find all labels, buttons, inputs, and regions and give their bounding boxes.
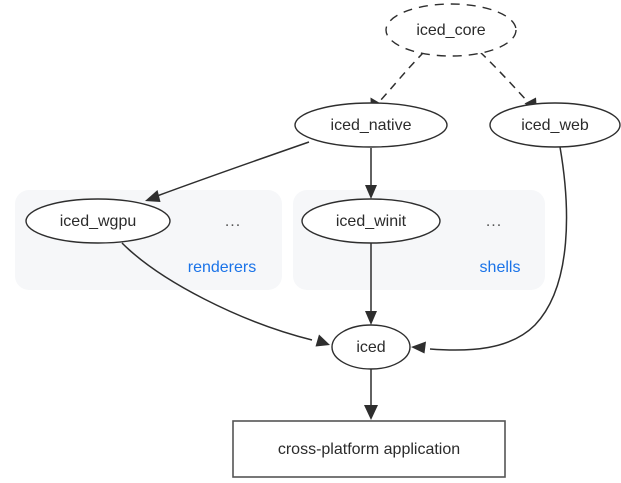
edge-core-to-web bbox=[479, 51, 537, 112]
edge-iced-to-application bbox=[364, 369, 378, 420]
edge-core-to-native-line bbox=[378, 51, 425, 103]
edge-iced-to-application-arrowhead bbox=[364, 405, 378, 420]
edge-native-to-winit bbox=[365, 148, 377, 199]
node-iced-native[interactable]: iced_native bbox=[294, 102, 448, 148]
node-iced-wgpu-label: iced_wgpu bbox=[60, 213, 137, 230]
edge-web-to-iced-line bbox=[429, 146, 568, 351]
node-iced-wgpu[interactable]: iced_wgpu bbox=[25, 198, 171, 244]
node-iced-web[interactable]: iced_web bbox=[489, 102, 621, 148]
edge-native-to-wgpu-arrowhead bbox=[145, 190, 161, 202]
renderers-ellipsis-node: ... bbox=[225, 213, 241, 230]
edge-wgpu-to-iced-line bbox=[121, 242, 313, 341]
node-cross-platform-application[interactable]: cross-platform application bbox=[232, 420, 506, 478]
node-iced-core-shape[interactable] bbox=[385, 3, 517, 57]
edge-core-to-web-line bbox=[479, 51, 529, 103]
edge-native-to-wgpu-line bbox=[156, 141, 310, 197]
node-iced-shape[interactable] bbox=[331, 324, 411, 370]
node-iced-core-label: iced_core bbox=[416, 22, 485, 39]
node-cross-platform-application-shape[interactable] bbox=[232, 420, 506, 478]
node-iced-web-label: iced_web bbox=[521, 117, 589, 134]
node-iced-label: iced bbox=[356, 339, 385, 356]
edge-web-to-iced-arrowhead bbox=[411, 341, 426, 354]
edge-native-to-wgpu bbox=[145, 141, 310, 202]
shells-ellipsis-node: ... bbox=[486, 213, 502, 230]
node-iced-winit[interactable]: iced_winit bbox=[301, 198, 441, 244]
edge-wgpu-to-iced-arrowhead bbox=[315, 334, 330, 347]
node-iced-web-shape[interactable] bbox=[489, 102, 621, 148]
node-iced-native-shape[interactable] bbox=[294, 102, 448, 148]
cluster-shells-label: shells bbox=[480, 259, 521, 276]
cluster-renderers-label: renderers bbox=[188, 259, 256, 276]
node-iced-winit-label: iced_winit bbox=[336, 213, 407, 230]
edge-winit-to-iced-arrowhead bbox=[365, 311, 377, 325]
node-iced[interactable]: iced bbox=[331, 324, 411, 370]
edge-native-to-winit-arrowhead bbox=[365, 185, 377, 199]
edge-wgpu-to-iced bbox=[121, 242, 330, 347]
node-iced-winit-shape[interactable] bbox=[301, 198, 441, 244]
edge-winit-to-iced bbox=[365, 243, 377, 325]
edge-web-to-iced bbox=[411, 146, 568, 354]
node-iced-native-label: iced_native bbox=[331, 117, 412, 134]
node-iced-wgpu-shape[interactable] bbox=[25, 198, 171, 244]
node-iced-core[interactable]: iced_core bbox=[385, 3, 517, 57]
node-cross-platform-application-label: cross-platform application bbox=[278, 441, 460, 458]
